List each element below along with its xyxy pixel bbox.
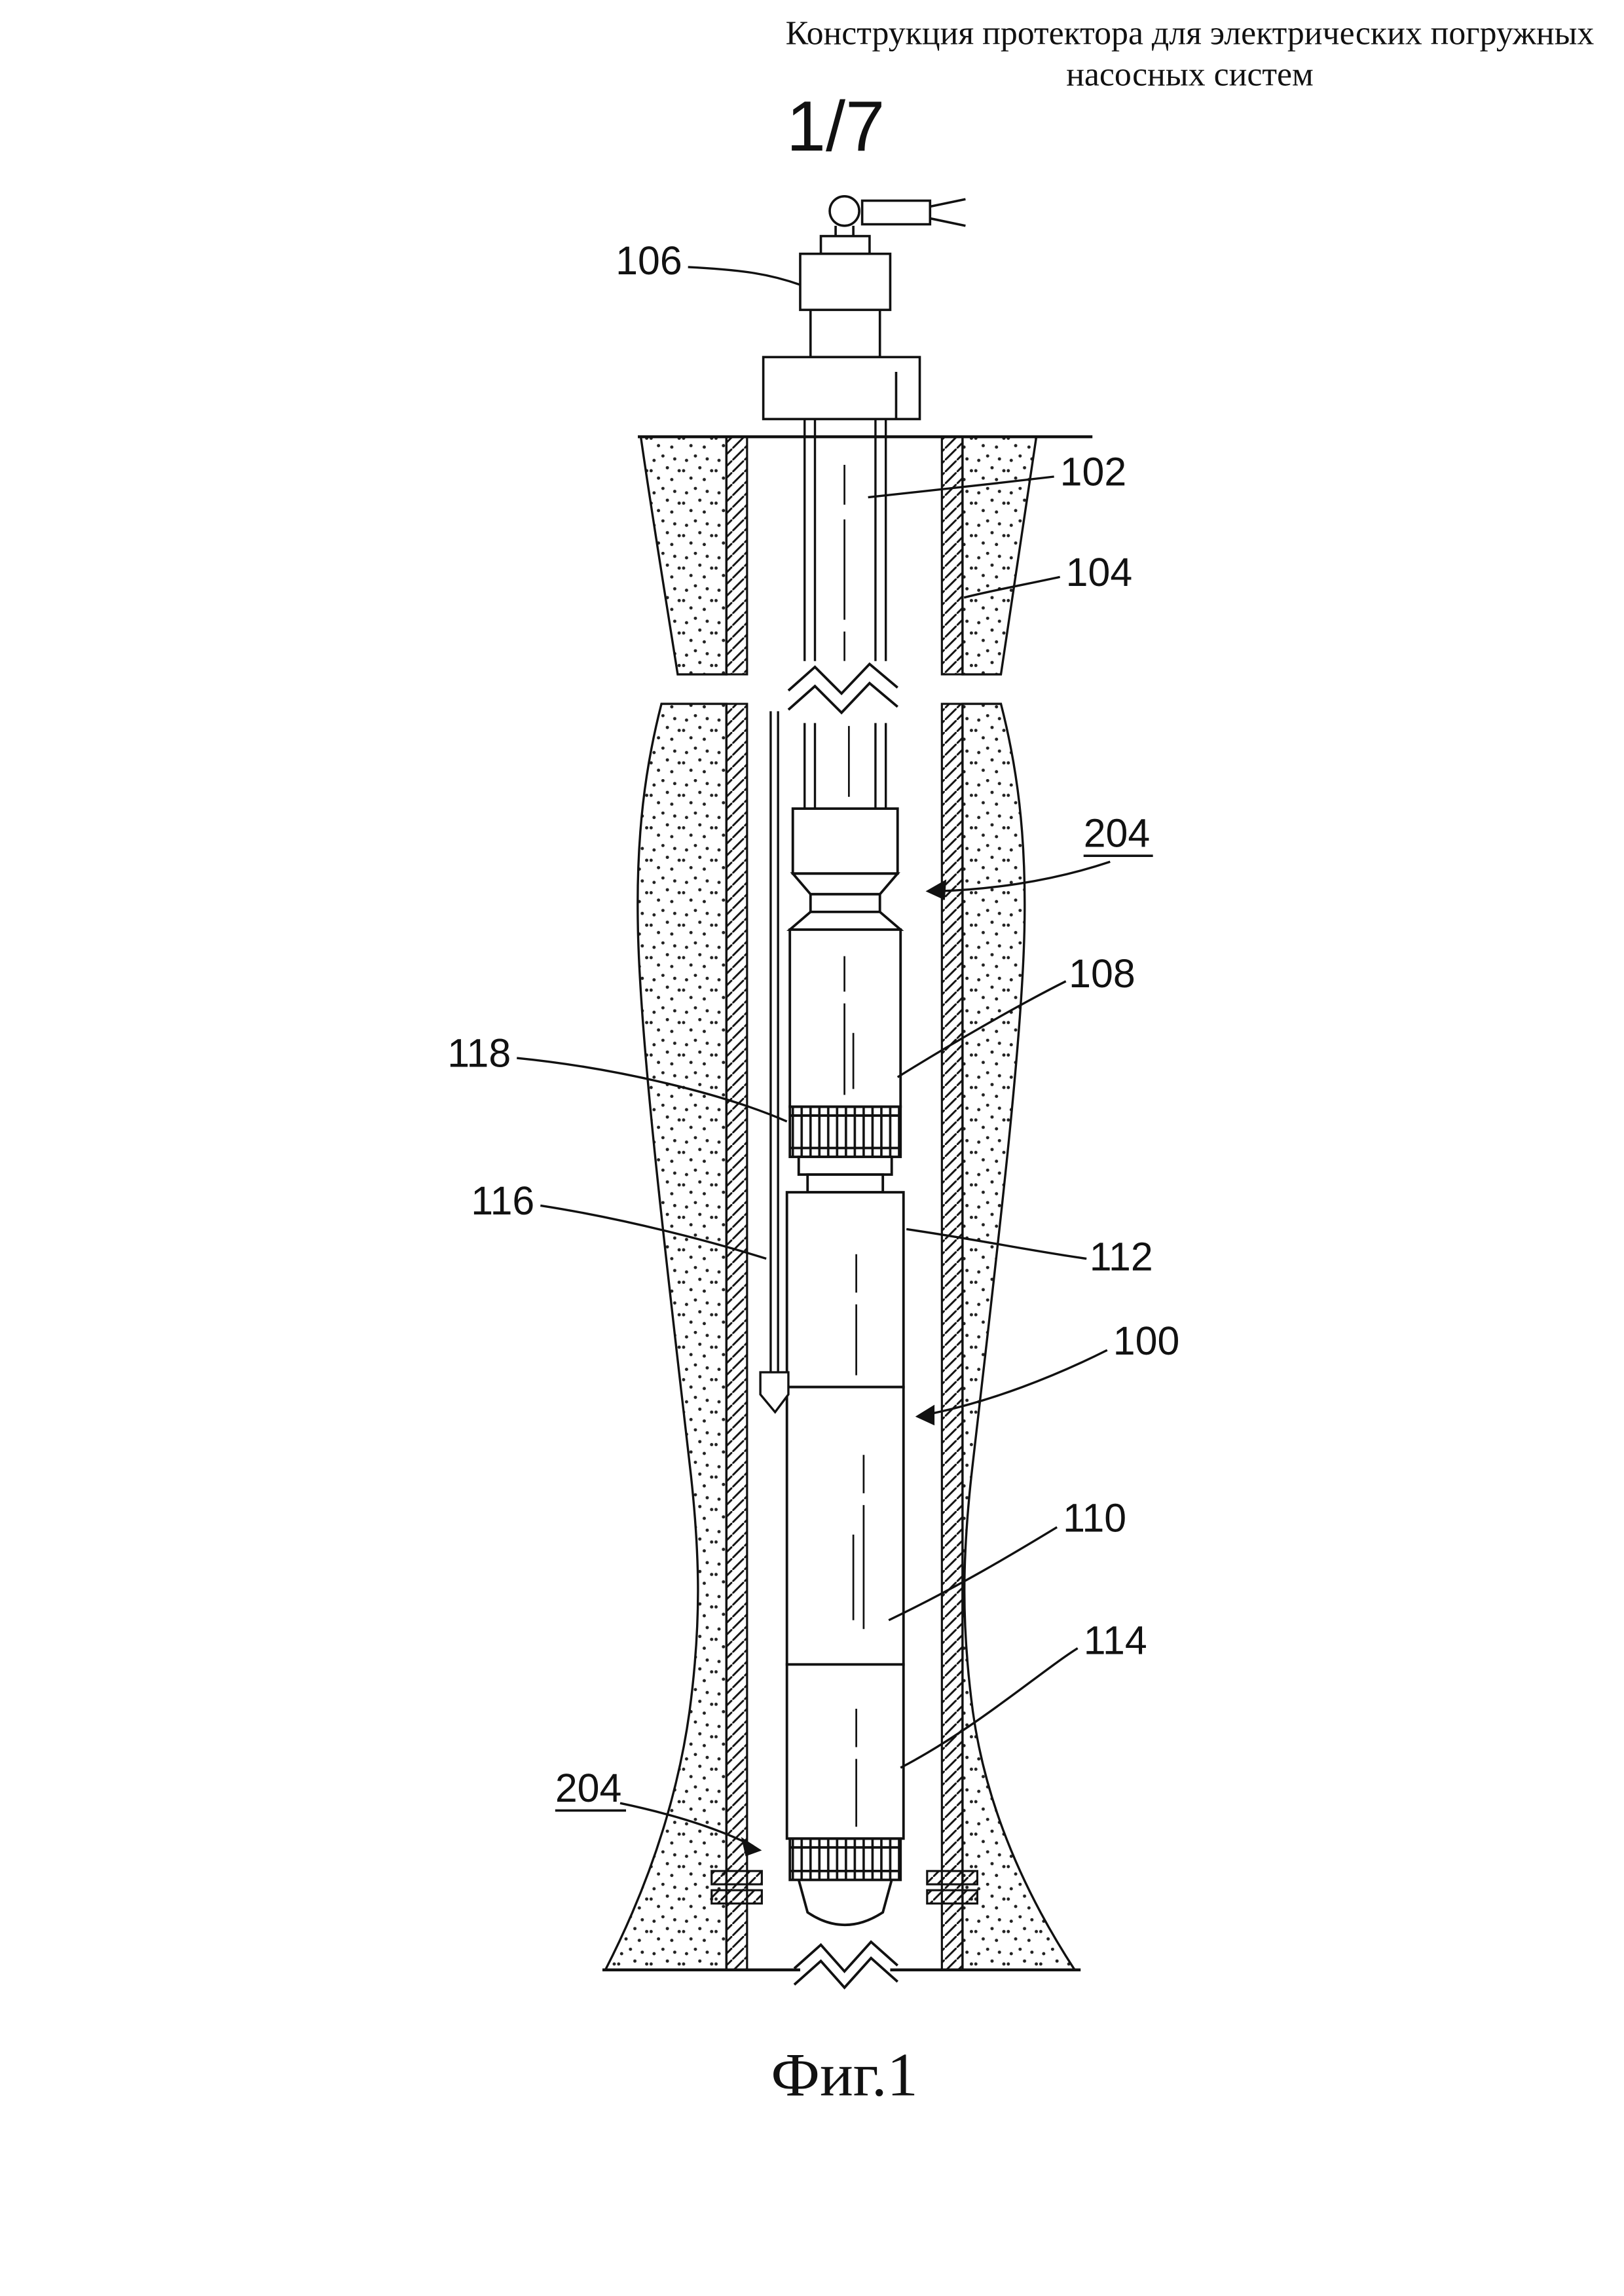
wellhead-upper-box xyxy=(799,252,892,312)
leader-114 xyxy=(900,1647,1079,1769)
pump-discharge-head xyxy=(791,807,899,875)
leader-106 xyxy=(688,266,801,286)
ref-label-102: 102 xyxy=(1060,450,1127,494)
pump-shoulder xyxy=(786,910,904,931)
bullnose xyxy=(797,1878,894,1927)
production-tubing xyxy=(803,419,887,809)
formation-main-left xyxy=(603,702,728,1971)
formation-stipple xyxy=(603,435,1077,1971)
tubing-seam-marks xyxy=(843,464,850,797)
lower-break xyxy=(793,1940,898,1995)
patent-title-line-1: Конструкция протектора для электрических… xyxy=(786,15,1595,52)
ref-label-100: 100 xyxy=(1113,1319,1180,1363)
arrowhead-100 xyxy=(915,1404,935,1426)
wellhead-gauge xyxy=(828,194,860,227)
sensor-section xyxy=(785,1663,905,1840)
ref-label-204-lower: 204 xyxy=(555,1766,622,1810)
motor-section xyxy=(785,1385,905,1666)
ref-label-104: 104 xyxy=(1066,550,1133,594)
coupling-upper-rules xyxy=(790,1114,901,1150)
casing-left-upper xyxy=(725,435,748,676)
leader-112 xyxy=(906,1228,1087,1260)
formation-main-right xyxy=(961,702,1077,1971)
formation-upper-right xyxy=(961,435,1038,676)
outlet-fitting xyxy=(929,198,966,227)
wellhead xyxy=(762,194,966,420)
casing-left-main xyxy=(725,702,748,1971)
tubing-upper xyxy=(803,419,887,667)
leader-108 xyxy=(896,980,1067,1078)
upper-break xyxy=(779,661,910,723)
leader-204-upper xyxy=(936,860,1111,893)
figure-caption: Фиг.1 xyxy=(771,2041,918,2109)
coupling-flange xyxy=(797,1156,893,1176)
ref-label-106: 106 xyxy=(616,238,682,283)
ref-label-108: 108 xyxy=(1069,951,1135,996)
wellhead-flange xyxy=(762,355,921,420)
casing-collar-left-1 xyxy=(710,1870,763,1886)
leader-204-lower xyxy=(619,1802,754,1848)
label-underlines xyxy=(555,854,1153,1812)
ref-label-114: 114 xyxy=(1084,1618,1147,1663)
casing-collar-right-1 xyxy=(926,1870,979,1886)
break-zigzag-lower xyxy=(793,1940,898,1990)
leader-110 xyxy=(888,1526,1058,1622)
leader-lines xyxy=(517,266,1111,1848)
arrowhead-204-lower xyxy=(741,1837,762,1857)
ref-label-112: 112 xyxy=(1090,1235,1153,1279)
leader-102 xyxy=(868,475,1054,499)
coupling-neck xyxy=(806,1173,885,1194)
arrowhead-204-upper xyxy=(925,879,947,900)
casing-collar-right-2 xyxy=(926,1889,979,1905)
cable-lines xyxy=(769,711,779,1373)
wellhead-cap-step xyxy=(819,234,871,255)
wellhead-neck xyxy=(809,308,881,359)
ground-lines xyxy=(602,435,1093,1972)
power-cable xyxy=(759,711,790,1414)
wellhead-outlet-pipe xyxy=(860,199,932,226)
protector-section xyxy=(785,1191,905,1389)
esp-assembly xyxy=(785,807,905,1927)
ref-label-116: 116 xyxy=(471,1178,534,1223)
leader-104 xyxy=(963,575,1061,599)
leader-arrowheads xyxy=(741,879,947,1857)
well-casing xyxy=(710,435,979,1971)
coupling-lower-rules xyxy=(790,1846,901,1872)
ref-label-204-upper: 204 xyxy=(1084,811,1151,856)
ref-label-110: 110 xyxy=(1063,1496,1126,1540)
patent-title-line-2: насосных систем xyxy=(1066,56,1314,94)
leader-118 xyxy=(517,1057,788,1123)
protector-coupling-upper xyxy=(788,1105,902,1158)
casing-right-upper xyxy=(940,435,964,676)
formation-upper-left xyxy=(639,435,728,676)
casing-collar-left-2 xyxy=(710,1889,763,1905)
protector-coupling-lower xyxy=(788,1837,902,1882)
pump-taper xyxy=(790,872,900,896)
cable-terminus-wedge xyxy=(759,1371,790,1414)
assembly-seam-marks xyxy=(843,956,865,1827)
leader-116 xyxy=(540,1204,767,1260)
ref-label-118: 118 xyxy=(447,1031,511,1076)
pump-neck xyxy=(809,892,881,913)
leader-100 xyxy=(923,1349,1108,1417)
tubing-lower xyxy=(803,717,887,809)
sheet-number: 1/7 xyxy=(786,86,885,166)
break-zigzag-upper xyxy=(787,662,898,715)
